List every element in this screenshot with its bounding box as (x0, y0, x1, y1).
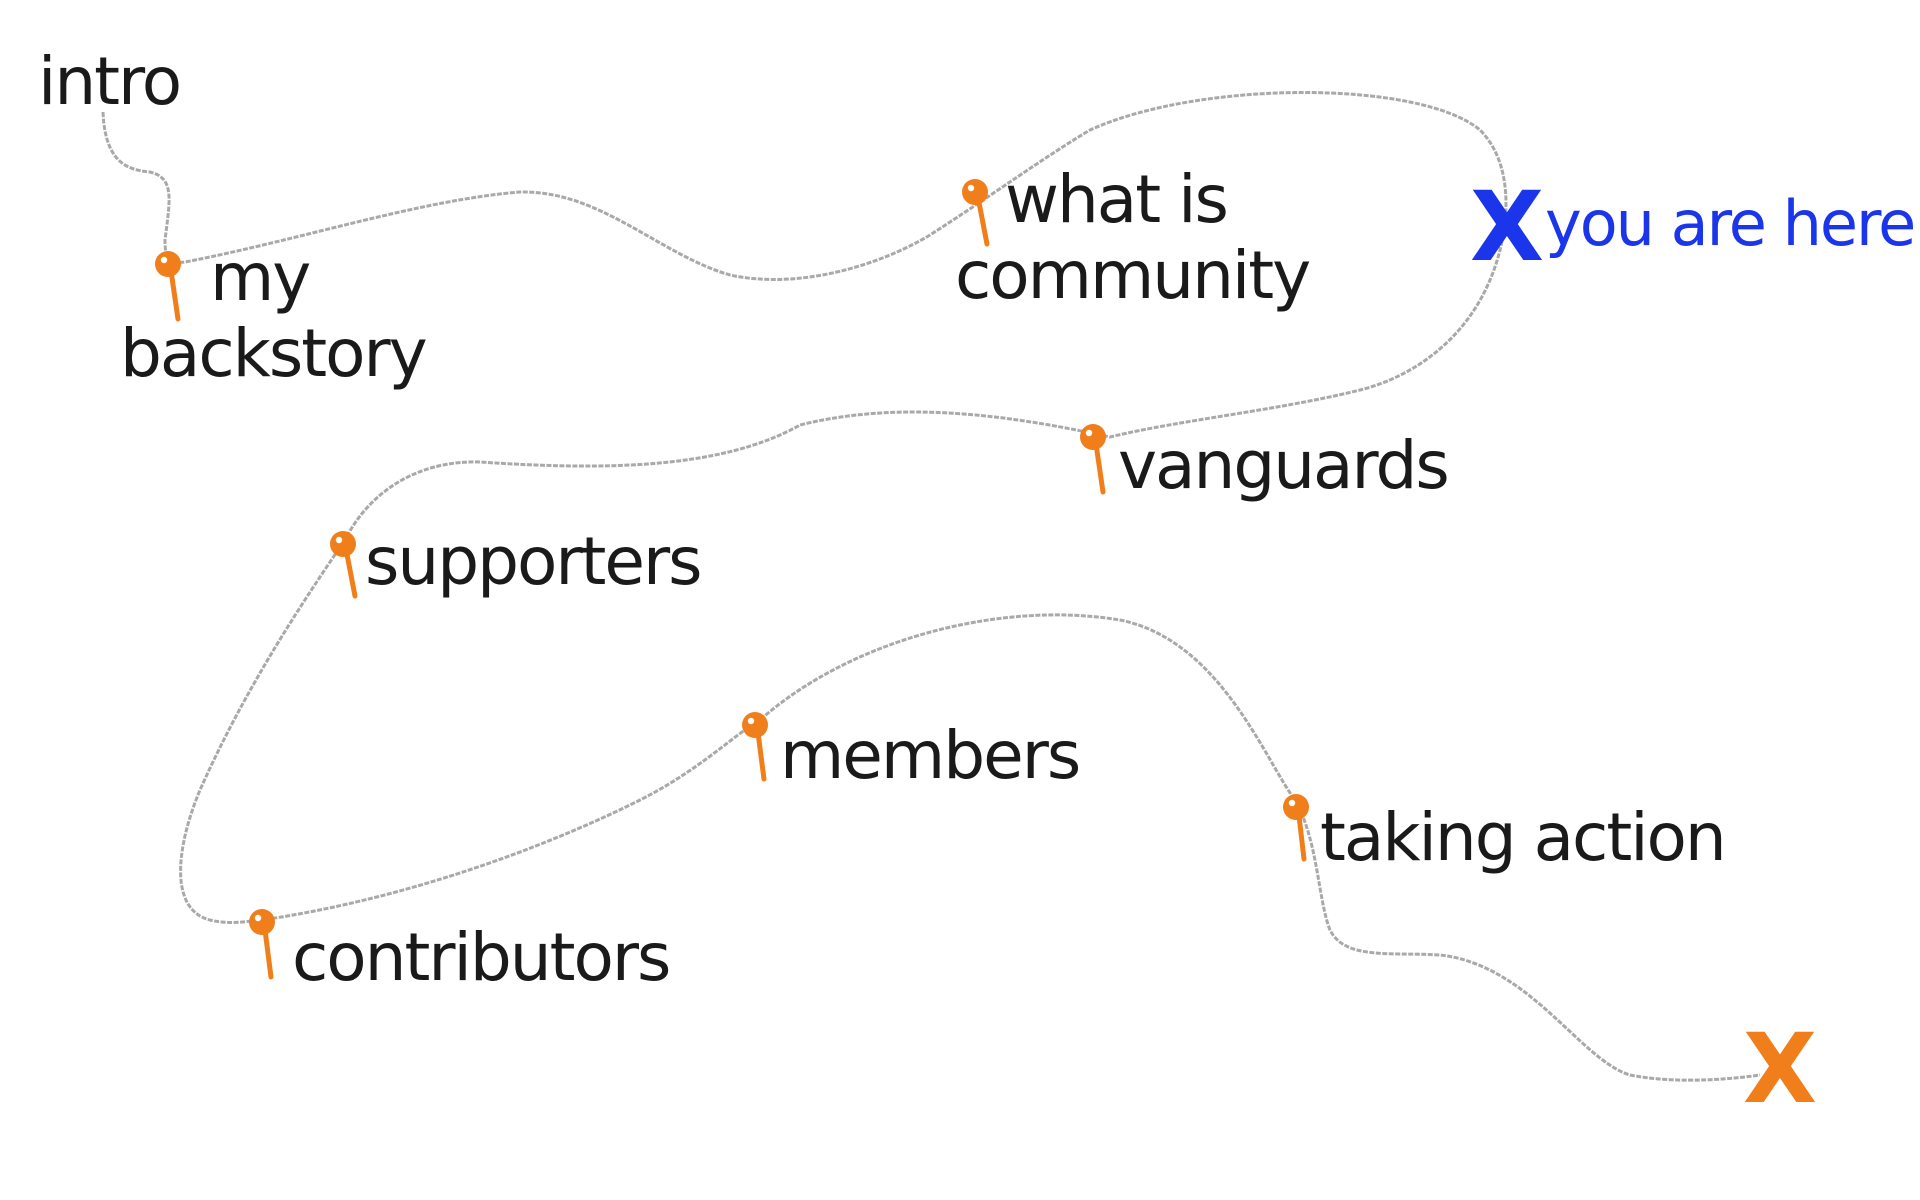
destination: X (1743, 1013, 1817, 1125)
stop-members-label: members (780, 717, 1079, 794)
stop-supporters-label: supporters (365, 523, 701, 600)
stop-contributors: contributors (249, 909, 671, 996)
stop-taking-action-label: taking action (1320, 799, 1725, 876)
x-marker-icon: X (1470, 171, 1544, 283)
stop-intro: intro (38, 43, 182, 120)
stop-members: members (742, 712, 1081, 794)
stop-taking-action: taking action (1283, 794, 1727, 876)
x-marker-icon: X (1743, 1013, 1817, 1125)
stop-what-is-community-label: what is community (955, 161, 1310, 314)
stop-vanguards-label: vanguards (1118, 427, 1448, 504)
stop-my-backstory: my backstory (120, 239, 429, 392)
route-path (101, 91, 1761, 1082)
pin-icon (1283, 794, 1309, 862)
you-are-here-label: you are here (1545, 187, 1914, 260)
pin-icon (742, 712, 768, 782)
stop-what-is-community: what is community (955, 161, 1312, 314)
pin-icon (249, 909, 275, 980)
pin-icon (155, 251, 181, 322)
current-position: X you are here (1470, 171, 1916, 283)
pin-icon (330, 531, 358, 599)
pin-icon (962, 179, 990, 247)
stop-intro-label: intro (38, 43, 180, 120)
pin-icon (1080, 424, 1106, 495)
stop-vanguards: vanguards (1080, 424, 1450, 504)
stop-my-backstory-label: my backstory (120, 239, 427, 392)
stop-contributors-label: contributors (292, 919, 669, 996)
stop-supporters: supporters (330, 523, 703, 600)
